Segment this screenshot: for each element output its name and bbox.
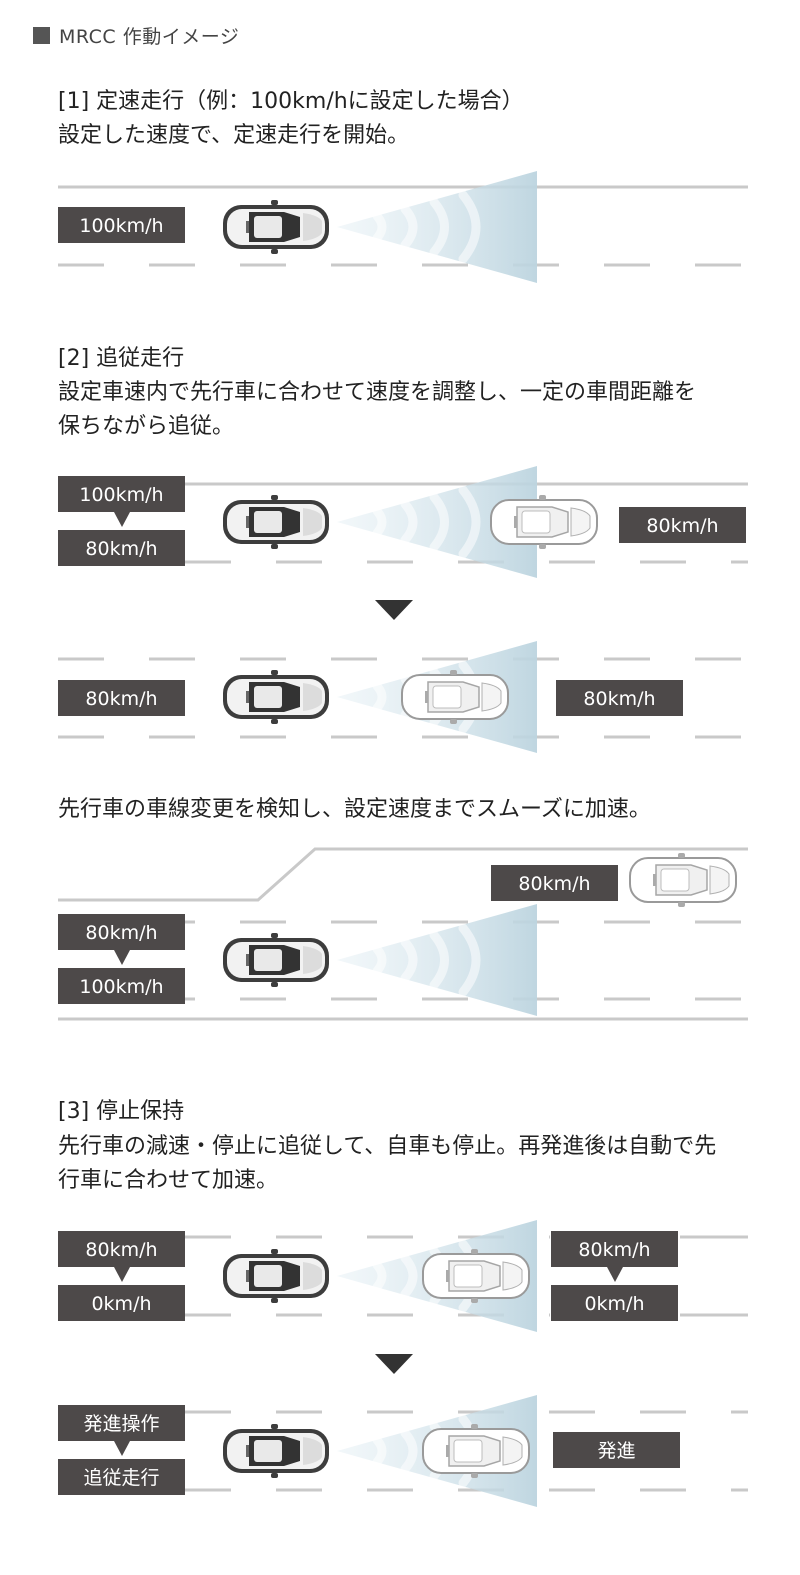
lead-car-icon bbox=[490, 494, 598, 550]
lead-speed-label: 80km/h bbox=[491, 865, 618, 901]
svg-text:発進: 発進 bbox=[597, 1440, 635, 1462]
speed-change-label: 80km/h 100km/h bbox=[58, 914, 185, 1004]
lead-car-icon bbox=[401, 669, 509, 725]
change-arrow-icon bbox=[114, 950, 130, 965]
diagram-lane-change: 80km/h 80km/h 100km/h bbox=[58, 847, 748, 1021]
diagram-follow-steady: 80km/h 80km/h bbox=[58, 641, 748, 753]
lead-car-icon bbox=[422, 1423, 530, 1479]
svg-text:80km/h: 80km/h bbox=[518, 873, 590, 895]
header-square-icon bbox=[33, 27, 50, 44]
lead-car-icon bbox=[422, 1248, 530, 1304]
diagram-restart: 発進操作 追従走行 発進 bbox=[58, 1395, 748, 1507]
section-header: MRCC 作動イメージ bbox=[33, 22, 239, 49]
change-arrow-icon bbox=[114, 1441, 130, 1456]
header-title: MRCC 作動イメージ bbox=[59, 26, 240, 48]
section3-desc-line1: 先行車の減速・停止に追従して、自車も停止。再発進後は自動で先 bbox=[58, 1134, 717, 1159]
section2-desc-line1: 設定車速内で先行車に合わせて速度を調整し、一定の車間距離を bbox=[58, 380, 697, 405]
svg-text:追従走行: 追従走行 bbox=[83, 1467, 159, 1489]
lead-action-label: 発進 bbox=[553, 1432, 680, 1468]
diagram-follow-detect: 100km/h 80km/h 80km/h bbox=[58, 466, 748, 578]
road-edge bbox=[58, 847, 748, 902]
svg-text:80km/h: 80km/h bbox=[85, 1239, 157, 1261]
svg-text:100km/h: 100km/h bbox=[79, 215, 163, 237]
speed-change-label: 100km/h 80km/h bbox=[58, 476, 185, 566]
lead-speed-change-label: 80km/h 0km/h bbox=[551, 1231, 678, 1321]
svg-text:0km/h: 0km/h bbox=[91, 1293, 151, 1315]
lead-car-icon bbox=[629, 852, 737, 908]
section3-desc-line2: 行車に合わせて加速。 bbox=[58, 1168, 279, 1193]
own-action-label: 発進操作 追従走行 bbox=[58, 1405, 185, 1495]
own-car-icon bbox=[223, 1424, 329, 1478]
section2-title: [2] 追従走行 bbox=[58, 346, 185, 371]
svg-text:発進操作: 発進操作 bbox=[83, 1413, 159, 1435]
diagram-cruise: 100km/h bbox=[58, 171, 748, 283]
svg-text:80km/h: 80km/h bbox=[578, 1239, 650, 1261]
step-down-arrow-icon bbox=[375, 600, 413, 620]
svg-text:100km/h: 100km/h bbox=[79, 484, 163, 506]
own-car-icon bbox=[223, 495, 329, 549]
section1-title: [1] 定速走行（例：100km/hに設定した場合） bbox=[58, 89, 524, 114]
section2b-desc: 先行車の車線変更を検知し、設定速度までスムーズに加速。 bbox=[58, 797, 651, 822]
section1-desc: 設定した速度で、定速走行を開始。 bbox=[58, 123, 410, 148]
speed-label: 100km/h bbox=[58, 207, 185, 243]
svg-text:80km/h: 80km/h bbox=[583, 688, 655, 710]
svg-text:0km/h: 0km/h bbox=[584, 1293, 644, 1315]
change-arrow-icon bbox=[607, 1267, 623, 1282]
section2-desc-line2: 保ちながら追従。 bbox=[58, 414, 235, 439]
lead-speed-label: 80km/h bbox=[556, 680, 683, 716]
svg-text:80km/h: 80km/h bbox=[85, 538, 157, 560]
own-car-icon bbox=[223, 1249, 329, 1303]
svg-text:100km/h: 100km/h bbox=[79, 976, 163, 998]
svg-text:80km/h: 80km/h bbox=[646, 515, 718, 537]
own-car-icon bbox=[223, 670, 329, 724]
section3-title: [3] 停止保持 bbox=[58, 1099, 185, 1124]
own-speed-change-label: 80km/h 0km/h bbox=[58, 1231, 185, 1321]
change-arrow-icon bbox=[114, 1267, 130, 1282]
svg-text:80km/h: 80km/h bbox=[85, 688, 157, 710]
svg-text:80km/h: 80km/h bbox=[85, 922, 157, 944]
diagram-stop: 80km/h 0km/h 80km/h 0km/h bbox=[58, 1220, 748, 1332]
change-arrow-icon bbox=[114, 512, 130, 527]
own-car-icon bbox=[223, 200, 329, 254]
step-down-arrow-icon bbox=[375, 1354, 413, 1374]
lead-speed-label: 80km/h bbox=[619, 507, 746, 543]
own-car-icon bbox=[223, 933, 329, 987]
own-speed-label: 80km/h bbox=[58, 680, 185, 716]
